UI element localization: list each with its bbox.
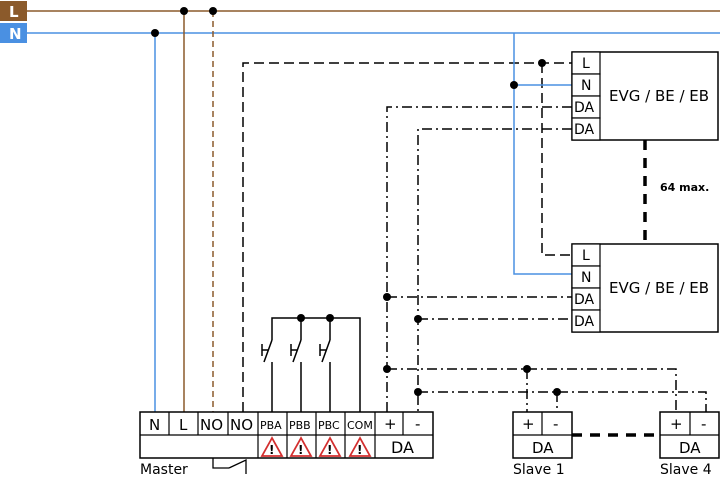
switched-l-wire [242, 62, 572, 412]
n-supply-tag [0, 23, 27, 43]
pba-switch-icon [261, 339, 273, 363]
da-plus-bus [386, 106, 572, 412]
slave-minus-bus [418, 391, 707, 412]
master-terminal-pba: PBA [260, 419, 282, 432]
junction-dot [510, 81, 518, 89]
slave4-terminal-minus: - [701, 415, 706, 433]
pbb-switch-icon [290, 339, 302, 363]
warning-icon: ! [318, 436, 342, 457]
slave4-caption: Slave 4 [660, 462, 712, 478]
master-terminal-no1: NO [200, 416, 223, 434]
slave-4: + - DA [659, 411, 720, 459]
device1-terminal-l: L [582, 56, 590, 72]
device1-name: EVG / BE / EB [609, 87, 709, 105]
slave1-da-label: DA [532, 439, 554, 457]
junction-dot [383, 365, 391, 373]
junction-dot [326, 314, 334, 322]
svg-text:!: ! [269, 443, 274, 457]
device1-terminal-da1: DA [574, 100, 595, 116]
relay-contact-icon [212, 458, 229, 469]
l-supply-label: L [9, 3, 19, 21]
junction-dot [209, 7, 217, 15]
master-terminal-pbb: PBB [289, 419, 311, 432]
device2-terminal-n: N [581, 270, 591, 286]
warning-icon: ! [260, 436, 284, 457]
switched-l-branch [541, 63, 572, 256]
master-caption: Master [140, 462, 188, 478]
com-wire [271, 317, 361, 412]
l-supply-tag [0, 1, 27, 21]
n-supply-label: N [9, 25, 22, 43]
master-terminal-plus: + [384, 415, 397, 433]
junction-dot [538, 59, 546, 67]
slave1-caption: Slave 1 [513, 462, 565, 478]
device2-terminal-da1: DA [574, 292, 595, 308]
master-da-label: DA [391, 438, 414, 457]
master-terminal-l: L [179, 416, 188, 434]
slave1-terminal-minus: - [553, 415, 558, 433]
slave4-da-label: DA [679, 439, 701, 457]
master-terminal-pbc: PBC [318, 419, 340, 432]
device1-terminal-da2: DA [574, 122, 595, 138]
svg-text:!: ! [327, 443, 332, 457]
warning-icon: ! [348, 436, 372, 457]
junction-dot [523, 365, 531, 373]
master-terminal-com: COM [347, 419, 373, 432]
warning-icon: ! [289, 436, 313, 457]
device2-name: EVG / BE / EB [609, 279, 709, 297]
pbc-switch-icon [319, 339, 331, 363]
device2-terminal-l: L [582, 248, 590, 264]
master-terminal-minus: - [415, 415, 420, 433]
master-terminal-no2: NO [230, 416, 253, 434]
master-terminal-n: N [149, 416, 160, 434]
junction-dot [297, 314, 305, 322]
master-module: N L NO NO PBA PBB PBC COM + - DA ! ! ! ! [139, 411, 434, 459]
svg-text:!: ! [298, 443, 303, 457]
junction-dot [180, 7, 188, 15]
relay-contact-icon [228, 458, 247, 474]
slave-plus-bus [387, 368, 677, 412]
junction-dot [383, 293, 391, 301]
junction-dot [151, 29, 159, 37]
device-n-wire [513, 33, 572, 275]
junction-dot [414, 315, 422, 323]
device-1: L N DA DA EVG / BE / EB [571, 51, 719, 141]
svg-text:!: ! [357, 443, 362, 457]
device1-terminal-n: N [581, 78, 591, 94]
junction-dot [414, 388, 422, 396]
slave1-terminal-plus: + [522, 415, 535, 433]
slave4-terminal-plus: + [670, 415, 683, 433]
device-2: L N DA DA EVG / BE / EB [571, 243, 719, 333]
device2-terminal-da2: DA [574, 314, 595, 330]
slave-1: + - DA [512, 411, 573, 459]
junction-dot [553, 388, 561, 396]
max-label: 64 max. [660, 181, 709, 194]
